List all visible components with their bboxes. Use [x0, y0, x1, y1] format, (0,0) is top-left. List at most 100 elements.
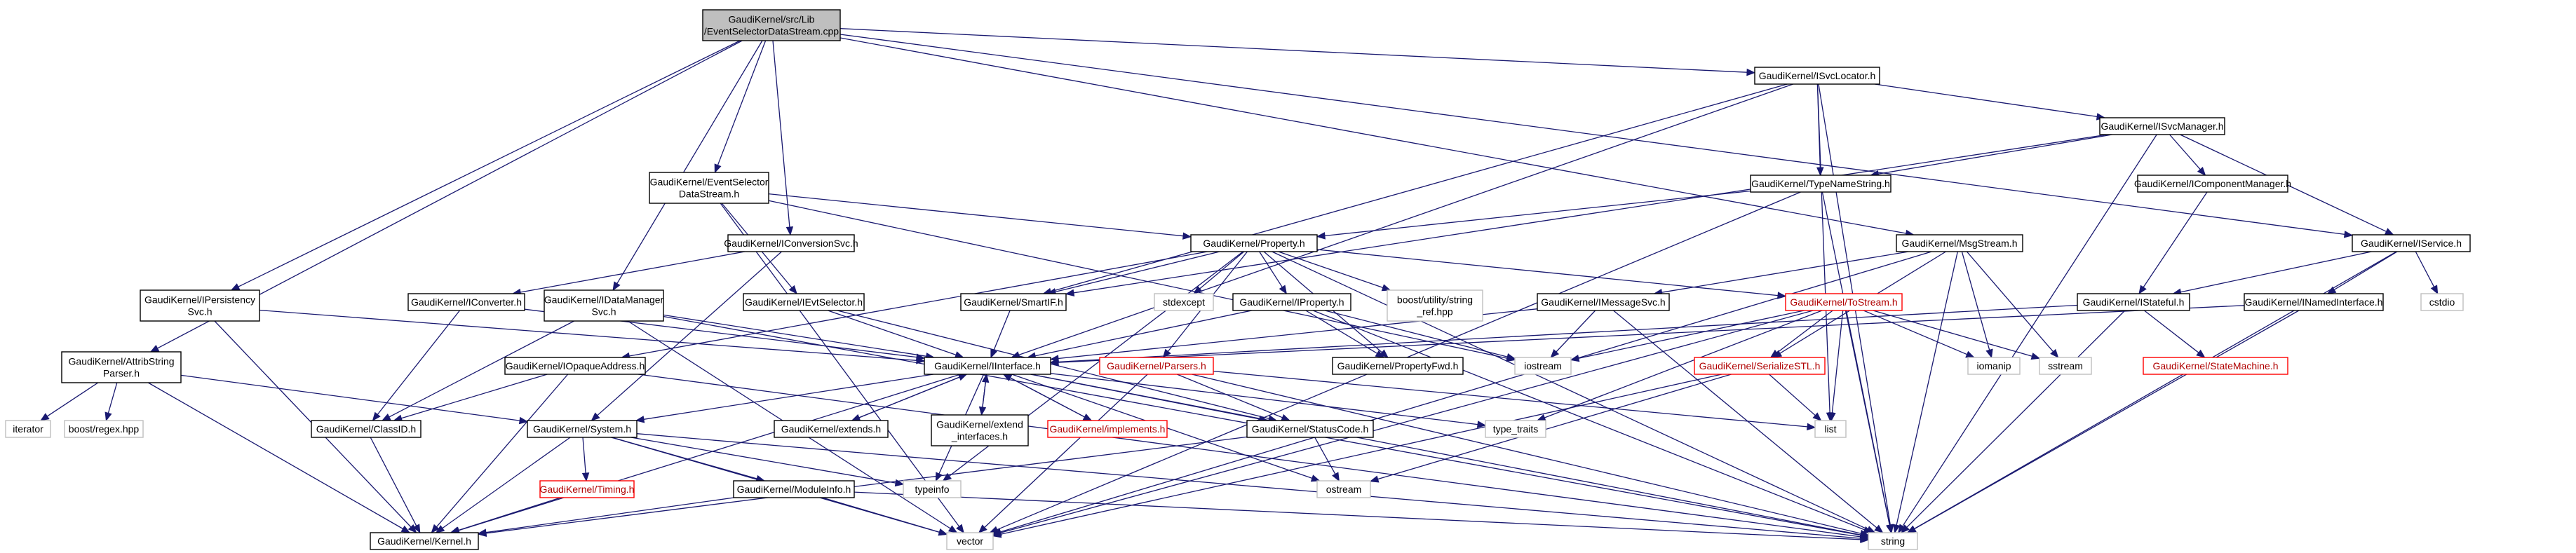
edge-arrowhead	[1985, 348, 1993, 359]
node-msgstream[interactable]: GaudiKernel/MsgStream.h	[1896, 234, 2023, 252]
dependency-edge	[1049, 305, 2245, 367]
node-classid[interactable]: GaudiKernel/ClassID.h	[311, 420, 422, 438]
node-system[interactable]: GaudiKernel/System.h	[527, 420, 638, 438]
dependency-edge	[104, 382, 118, 422]
node-icomponentmanager[interactable]: GaudiKernel/IComponentManager.h	[2134, 175, 2291, 193]
edge-arrowhead	[1906, 525, 1917, 533]
edge-arrowhead	[2030, 353, 2041, 360]
node-iopaqueaddress[interactable]: GaudiKernel/IOpaqueAddress.h	[504, 357, 646, 375]
node-box	[931, 414, 1029, 446]
node-extendinterfaces[interactable]: GaudiKernel/extend_interfaces.h	[931, 414, 1029, 446]
dependency-edge	[431, 374, 569, 534]
node-typetraits: type_traits	[1485, 420, 1546, 438]
edge-arrowhead	[1281, 414, 1291, 421]
node-label: Svc.h	[591, 306, 616, 318]
dependency-edge	[851, 374, 968, 421]
edge-arrowhead	[1769, 349, 1780, 358]
node-box	[1896, 234, 2023, 252]
header-nodes: GaudiKernel/src/Lib/EventSelectorDataStr…	[5, 9, 2471, 550]
edge-arrowhead	[612, 281, 621, 292]
node-label: GaudiKernel/IStateful.h	[2083, 296, 2185, 308]
node-iproperty[interactable]: GaudiKernel/IProperty.h	[1232, 293, 1351, 311]
edge-line	[46, 382, 99, 417]
node-kernel[interactable]: GaudiKernel/Kernel.h	[370, 532, 479, 550]
node-box	[1868, 532, 1918, 550]
node-iservice[interactable]: GaudiKernel/IService.h	[2352, 234, 2471, 252]
node-box	[504, 357, 646, 375]
node-box	[2244, 293, 2384, 311]
dependency-edge	[720, 203, 964, 534]
node-isvcmanager[interactable]: GaudiKernel/ISvcManager.h	[2099, 117, 2225, 135]
dependency-edge	[372, 310, 461, 422]
edge-line	[1018, 83, 1793, 356]
edge-arrowhead	[435, 525, 445, 533]
edge-line	[1314, 437, 1336, 475]
edge-arrowhead	[2197, 166, 2206, 176]
node-statuscode[interactable]: GaudiKernel/StatusCode.h	[1246, 420, 1374, 438]
node-typenamestring[interactable]: GaudiKernel/TypeNameString.h	[1750, 175, 1891, 193]
node-implements[interactable]: GaudiKernel/implements.h	[1047, 420, 1168, 438]
node-root: GaudiKernel/src/Lib/EventSelectorDataStr…	[702, 9, 841, 41]
node-box	[946, 532, 994, 550]
dependency-edge	[663, 314, 936, 360]
edge-line	[851, 376, 960, 421]
node-istateful[interactable]: GaudiKernel/IStateful.h	[2077, 293, 2190, 311]
dependency-edge	[591, 251, 782, 421]
node-statemachine[interactable]: GaudiKernel/StateMachine.h	[2143, 357, 2288, 375]
node-label: GaudiKernel/AttribString	[69, 356, 175, 367]
node-moduleinfo[interactable]: GaudiKernel/ModuleInfo.h	[733, 480, 855, 498]
node-imessagesvc[interactable]: GaudiKernel/IMessageSvc.h	[1537, 293, 1670, 311]
dependency-edge	[511, 251, 746, 296]
node-tostream[interactable]: GaudiKernel/ToStream.h	[1785, 293, 1903, 311]
node-propertyfwd[interactable]: GaudiKernel/PropertyFwd.h	[1332, 357, 1464, 375]
node-iinterface[interactable]: GaudiKernel/IInterface.h	[924, 357, 1051, 375]
dependency-edge	[1050, 373, 1487, 428]
node-eventselds[interactable]: GaudiKernel/EventSelectorDataStream.h	[649, 172, 769, 204]
node-serializestl[interactable]: GaudiKernel/SerializeSTL.h	[1694, 357, 1826, 375]
dependency-edge	[1314, 437, 1340, 482]
edge-line	[1073, 134, 2108, 294]
edge-line	[1278, 251, 1384, 289]
dependency-edge	[230, 40, 741, 291]
node-box	[774, 420, 889, 438]
node-box	[2143, 357, 2288, 375]
edge-line	[1272, 251, 1868, 530]
node-box	[370, 532, 479, 550]
node-sstream: sstream	[2039, 357, 2092, 375]
node-label: GaudiKernel/ClassID.h	[316, 423, 416, 435]
dependency-edge	[839, 28, 1756, 76]
dependency-edge	[1901, 310, 2126, 533]
node-smartif[interactable]: GaudiKernel/SmartIF.h	[960, 293, 1067, 311]
node-label: string	[1881, 535, 1905, 547]
node-label: typeinfo	[915, 484, 949, 495]
edge-arrowhead	[992, 531, 1002, 538]
dependency-edge	[1828, 310, 1844, 422]
edge-line	[1058, 304, 2078, 363]
edge-arrowhead	[1381, 284, 1391, 292]
edge-line	[259, 309, 917, 361]
node-box	[1694, 357, 1826, 375]
node-extends[interactable]: GaudiKernel/extends.h	[774, 420, 889, 438]
node-ievtselector[interactable]: GaudiKernel/IEvtSelector.h	[743, 293, 865, 311]
edge-arrowhead	[1898, 524, 1906, 534]
node-box	[544, 289, 664, 322]
node-label: GaudiKernel/ISvcManager.h	[2100, 121, 2223, 132]
dependency-edge	[980, 373, 990, 416]
node-box	[64, 420, 144, 438]
node-timing[interactable]: GaudiKernel/Timing.h	[539, 480, 635, 498]
edge-line	[1000, 310, 1814, 533]
node-inamedinterface[interactable]: GaudiKernel/INamedInterface.h	[2244, 293, 2384, 311]
node-iconversionsvc[interactable]: GaudiKernel/IConversionSvc.h	[724, 234, 858, 252]
edge-line	[772, 40, 790, 228]
edge-arrowhead	[1828, 412, 1836, 422]
node-iconverter[interactable]: GaudiKernel/IConverter.h	[407, 293, 525, 311]
node-parsers[interactable]: GaudiKernel/Parsers.h	[1099, 357, 1214, 375]
dependency-edge	[630, 437, 905, 487]
edge-arrowhead	[1965, 350, 1976, 358]
edge-line	[520, 251, 746, 293]
node-isvclocator[interactable]: GaudiKernel/ISvcLocator.h	[1754, 67, 1880, 85]
node-property[interactable]: GaudiKernel/Property.h	[1190, 234, 1318, 252]
